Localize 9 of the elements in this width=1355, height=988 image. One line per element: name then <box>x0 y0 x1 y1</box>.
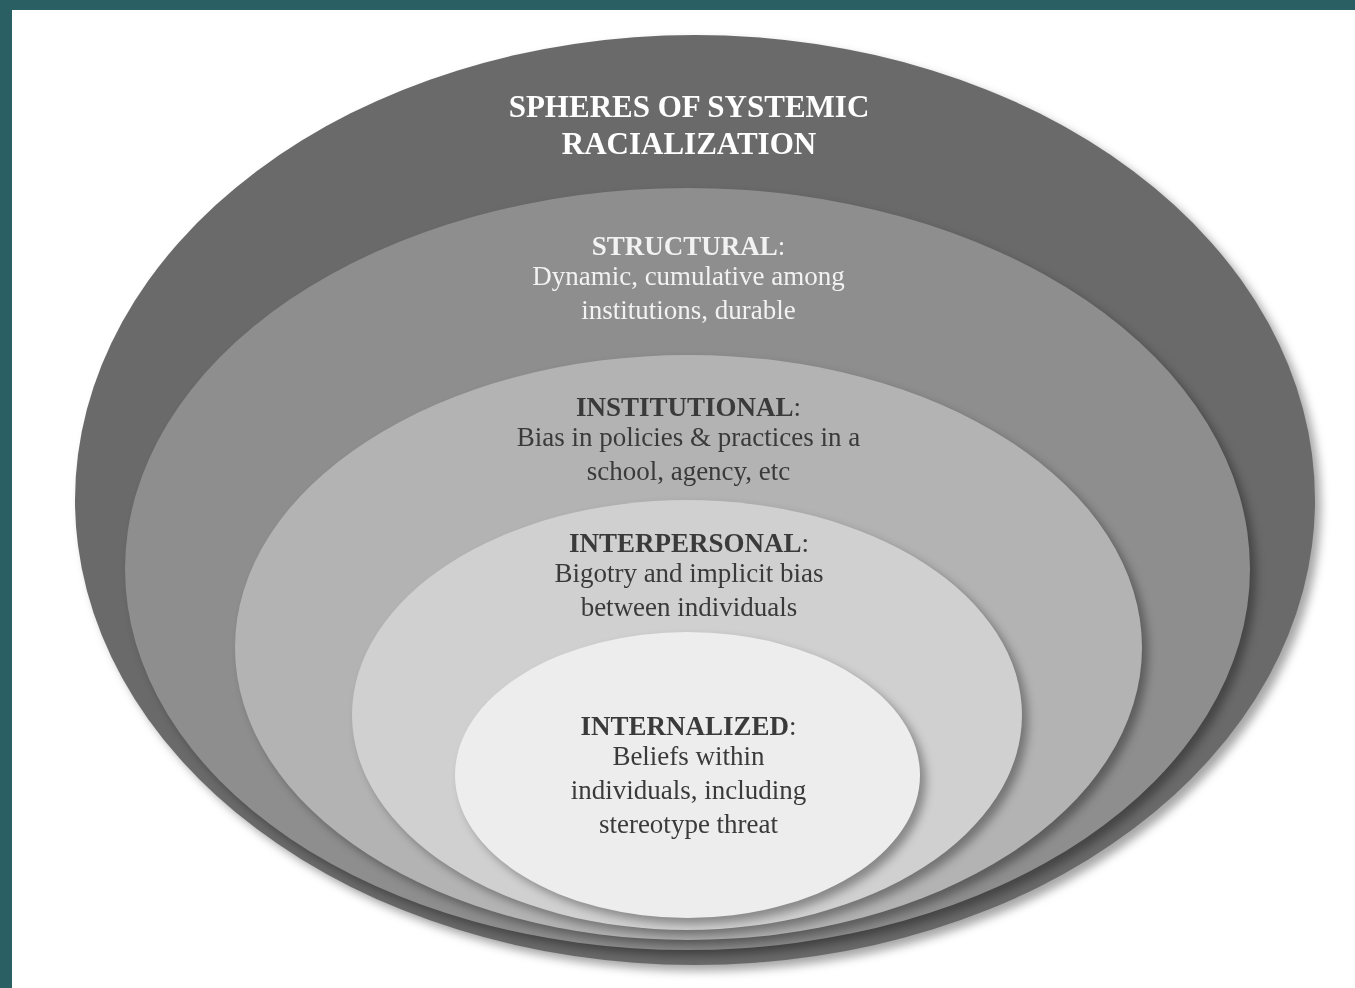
sphere-description: Bigotry and implicit bias between individuals <box>553 557 825 624</box>
sphere-description: Bias in policies & practices in a school, agency, etc <box>515 421 862 488</box>
sphere-heading: INSTITUTIONAL: <box>574 391 803 424</box>
diagram-heading: SPHERES OF SYSTEMIC RACIALIZATION <box>507 88 871 162</box>
sphere-heading: INTERNALIZED: <box>579 710 798 743</box>
sphere-heading: STRUCTURAL: <box>590 230 787 263</box>
sphere-description: Dynamic, cumulative among institutions, durable <box>531 260 846 327</box>
sphere-heading: INTERPERSONAL: <box>567 527 811 560</box>
sphere-description: Beliefs within individuals, including stereotype threat <box>569 740 808 841</box>
